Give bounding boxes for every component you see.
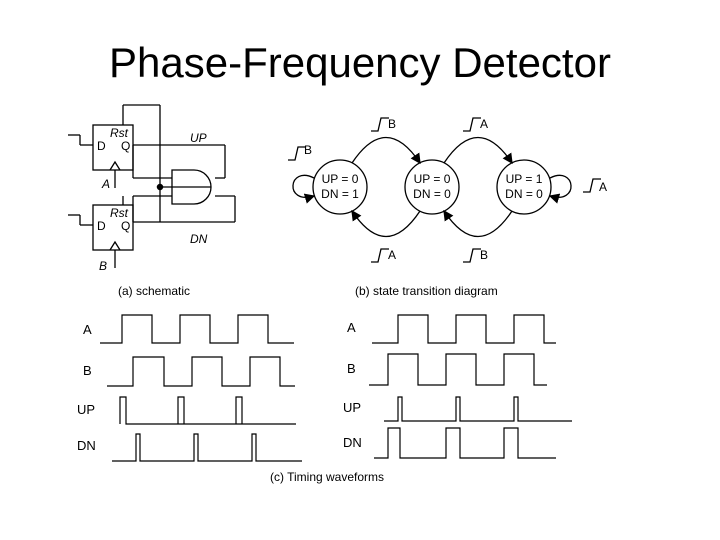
waveform-dn-left (112, 433, 302, 462)
state-diagram (288, 117, 601, 263)
timing-waveforms (100, 314, 572, 462)
rising-edge-icon (371, 117, 389, 132)
signal-label-b-left: B (83, 363, 92, 378)
signal-label-b-right: B (347, 361, 356, 376)
arc-a-idle-to-up (443, 137, 513, 165)
waveform-up-left (119, 396, 296, 425)
d-label-top: D (97, 139, 106, 153)
d-label-bottom: D (97, 219, 106, 233)
signal-label-up-right: UP (343, 400, 361, 415)
dn-output-label: DN (190, 232, 208, 246)
waveform-dn-right (374, 427, 556, 459)
waveform-a-right (372, 314, 556, 344)
timing-labels: A B UP DN A B UP DN (c) Timing waveforms (77, 320, 384, 484)
clock-marker-top (109, 160, 121, 171)
state-diagram-caption: (b) state transition diagram (355, 284, 498, 298)
signal-label-up-left: UP (77, 402, 95, 417)
self-loop-b (292, 174, 316, 204)
signal-label-dn-right: DN (343, 435, 362, 450)
junction-dot (156, 183, 164, 191)
state-dn-line2: DN = 1 (321, 187, 359, 201)
schematic-labels: Rst D Q A UP Rst D Q B DN (a) schematic (97, 126, 208, 298)
rising-edge-icon (463, 248, 481, 263)
state-idle-line1: UP = 0 (414, 172, 451, 186)
edge-label-b-top: B (388, 117, 396, 131)
state-up-line2: DN = 0 (505, 187, 543, 201)
arc-b-up-to-idle (443, 209, 513, 237)
flip-flop-bottom (92, 204, 134, 251)
slide-title: Phase-Frequency Detector (109, 39, 611, 86)
waveform-up-right (384, 396, 572, 422)
waveform-a-left (100, 314, 294, 344)
signal-label-dn-left: DN (77, 438, 96, 453)
edge-label-a-loop: A (599, 180, 607, 194)
schematic-caption: (a) schematic (118, 284, 190, 298)
waveform-b-right (369, 353, 547, 386)
edge-label-a-top: A (480, 117, 488, 131)
q-label-bottom: Q (121, 219, 130, 233)
schematic (68, 104, 236, 268)
arc-a-idle-to-dn (351, 209, 421, 237)
rising-edge-icon (288, 146, 306, 161)
signal-label-a-left: A (83, 322, 92, 337)
state-idle-line2: DN = 0 (413, 187, 451, 201)
edge-label-b-bottom: B (480, 248, 488, 262)
waveform-b-left (107, 356, 295, 387)
input-a-label: A (101, 177, 110, 191)
edge-label-a-bottom: A (388, 248, 396, 262)
state-diagram-labels: UP = 0 DN = 1 UP = 0 DN = 0 UP = 1 DN = … (304, 117, 607, 298)
edge-label-b-loop: B (304, 143, 312, 157)
timing-caption: (c) Timing waveforms (270, 470, 384, 484)
and-gate (171, 169, 212, 205)
up-output-label: UP (190, 131, 207, 145)
state-up-line1: UP = 1 (506, 172, 543, 186)
state-dn-line1: UP = 0 (322, 172, 359, 186)
signal-label-a-right: A (347, 320, 356, 335)
q-label-top: Q (121, 139, 130, 153)
input-b-label: B (99, 259, 107, 273)
rising-edge-icon (371, 248, 389, 263)
state-dn (312, 159, 368, 215)
state-idle (404, 159, 460, 215)
clock-marker-bottom (109, 240, 121, 251)
state-up (496, 159, 552, 215)
arc-b-dn-to-idle (351, 137, 421, 165)
rst-label-bottom: Rst (110, 206, 129, 220)
rising-edge-icon (583, 178, 601, 193)
rising-edge-icon (463, 117, 481, 132)
rst-label-top: Rst (110, 126, 129, 140)
self-loop-a (548, 174, 572, 204)
